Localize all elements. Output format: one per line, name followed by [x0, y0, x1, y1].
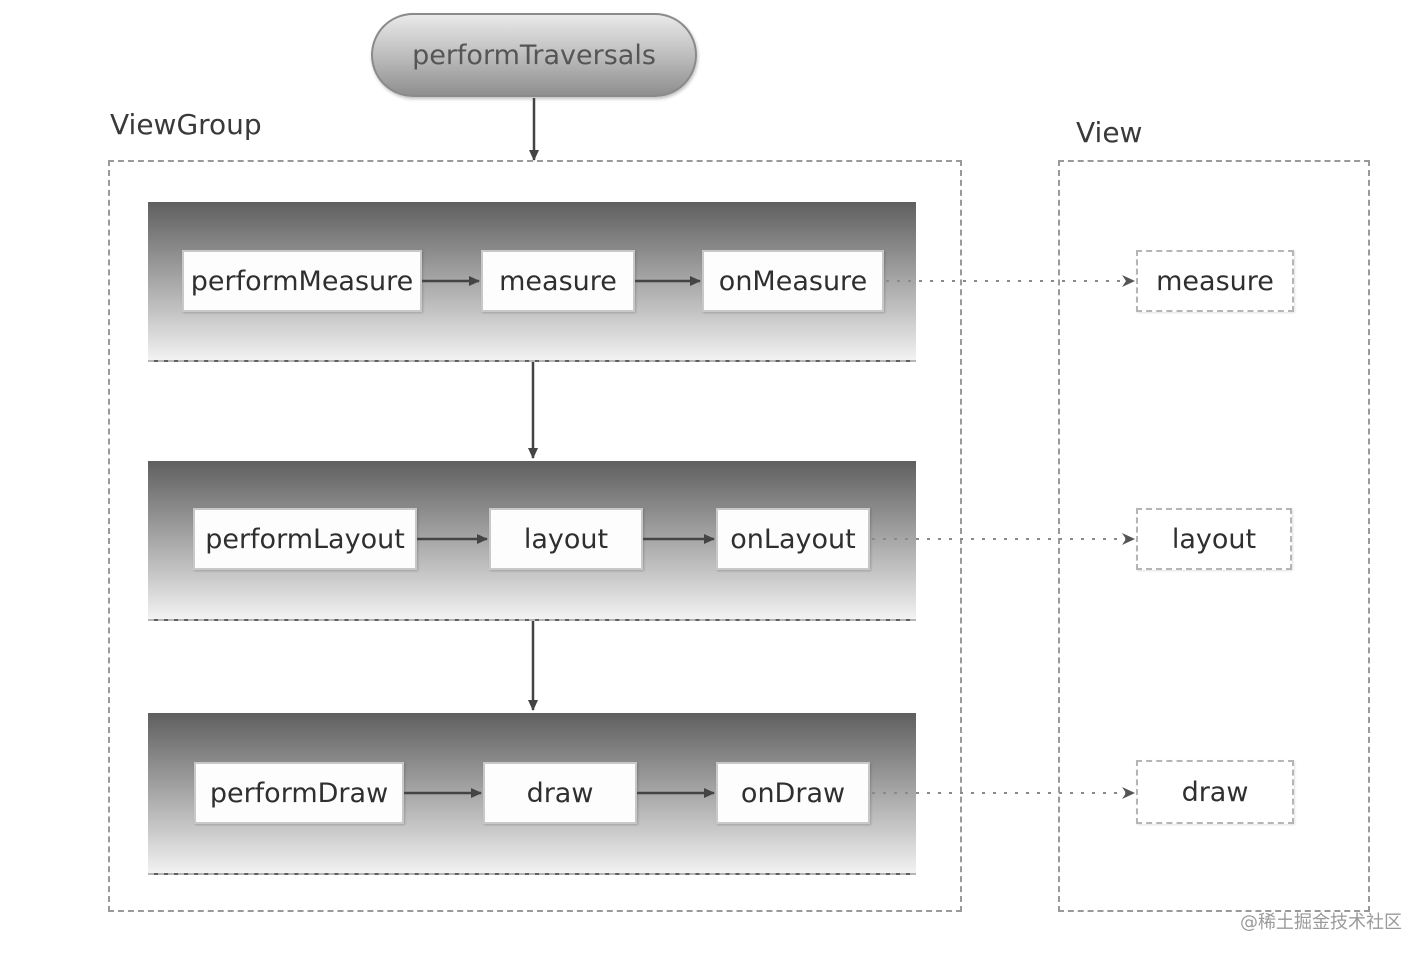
view-measure-label: measure: [1156, 265, 1274, 297]
draw-node: draw: [483, 762, 637, 824]
perform-draw-node: performDraw: [194, 762, 404, 824]
on-layout-node: onLayout: [716, 508, 870, 570]
perform-traversals-node: performTraversals: [371, 13, 697, 97]
on-draw-node: onDraw: [716, 762, 870, 824]
perform-traversals-label: performTraversals: [412, 39, 656, 71]
layout-label: layout: [523, 523, 609, 555]
perform-measure-node: performMeasure: [182, 250, 422, 312]
perform-layout-label: performLayout: [205, 523, 405, 555]
on-layout-label: onLayout: [730, 523, 856, 555]
draw-label: draw: [526, 777, 594, 809]
on-draw-label: onDraw: [740, 777, 846, 809]
perform-measure-label: performMeasure: [190, 265, 414, 297]
layout-node: layout: [489, 508, 643, 570]
view-layout-label: layout: [1171, 523, 1257, 555]
view-draw-label: draw: [1181, 776, 1249, 808]
view-label: View: [1076, 116, 1143, 149]
perform-layout-node: performLayout: [193, 508, 417, 570]
measure-label: measure: [499, 265, 617, 297]
viewgroup-label: ViewGroup: [110, 108, 262, 141]
perform-draw-label: performDraw: [209, 777, 389, 809]
watermark-text: @稀土掘金技术社区: [1240, 912, 1402, 933]
on-measure-node: onMeasure: [702, 250, 884, 312]
view-layout-node: layout: [1136, 508, 1292, 570]
measure-node: measure: [481, 250, 635, 312]
view-draw-node: draw: [1136, 760, 1294, 824]
on-measure-label: onMeasure: [718, 265, 868, 297]
view-container: [1058, 160, 1370, 912]
view-measure-node: measure: [1136, 250, 1294, 312]
viewgroup-container: [108, 160, 962, 912]
